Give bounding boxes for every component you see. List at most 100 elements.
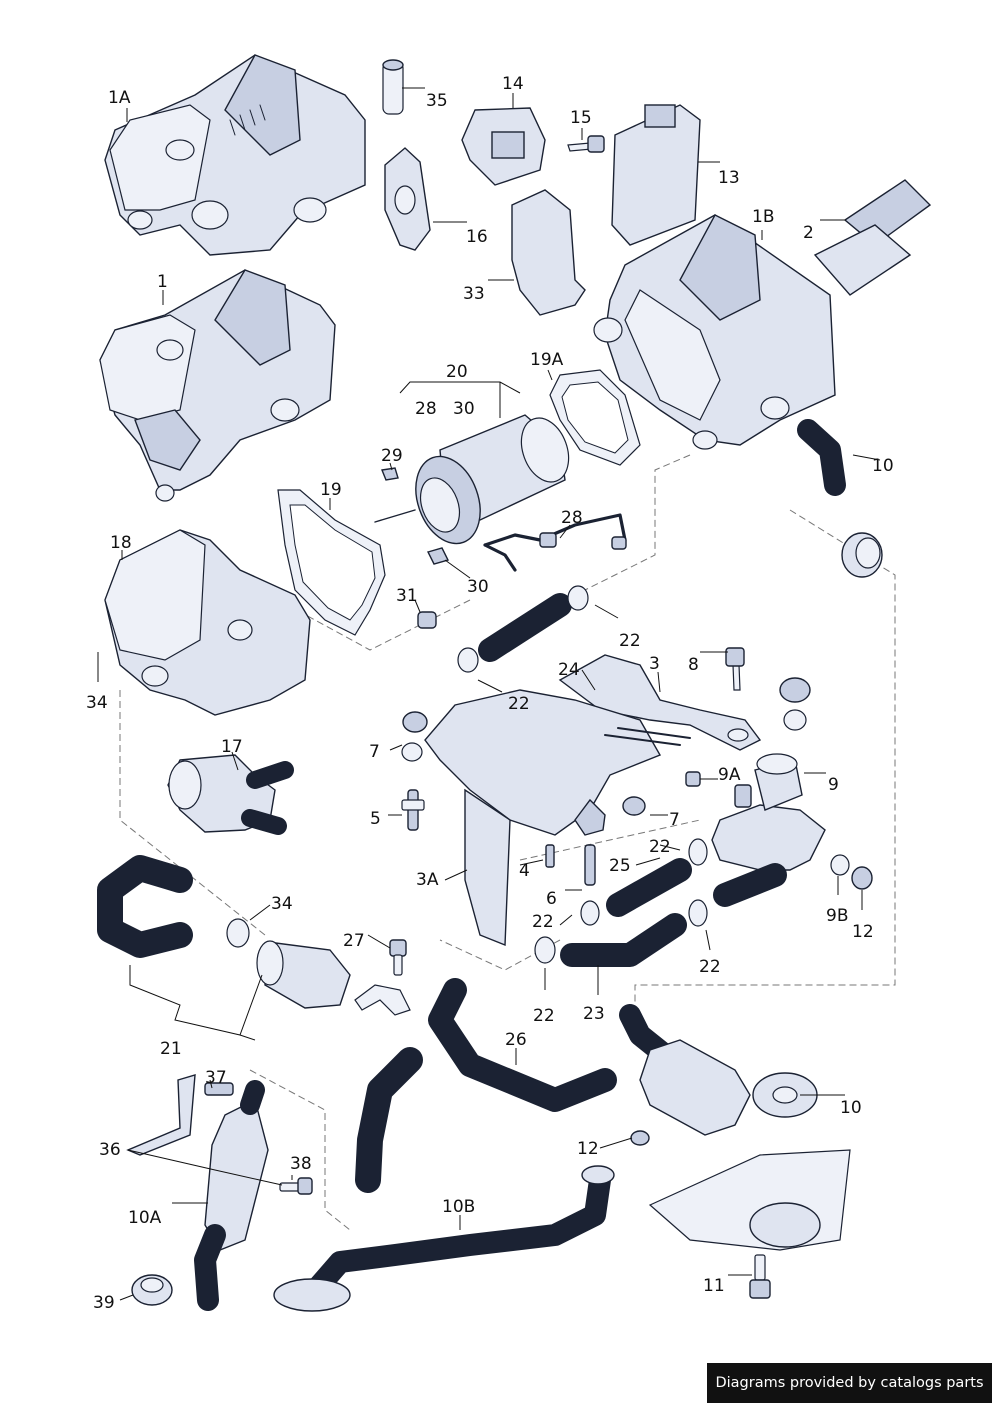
part-26 [428,978,617,1112]
part-33 [511,189,586,316]
label-22-a: 22 [619,631,641,651]
support-24 [424,689,691,947]
label-23: 23 [583,1004,605,1024]
label-19: 19 [320,480,342,500]
pipe-10b [273,1165,615,1312]
part-27 [389,939,407,976]
label-11: 11 [703,1276,725,1296]
part-17 [167,754,294,835]
credit-banner: Diagrams provided by catalogs parts [707,1363,992,1403]
part-14 [461,107,546,186]
part-19 [277,489,386,636]
label-30-top: 30 [453,399,475,419]
label-2: 2 [803,223,814,243]
label-24: 24 [558,660,580,680]
part-10-upper [797,419,846,496]
straight-hose-upper [457,585,589,673]
part-35 [382,59,404,115]
muffler-10 [619,1004,818,1136]
label-16: 16 [466,227,488,247]
label-12-upper: 12 [852,922,874,942]
part-11 [749,1254,771,1299]
label-29: 29 [381,446,403,466]
heater-1 [99,269,336,502]
part-2 [813,179,932,296]
label-36: 36 [99,1140,121,1160]
label-10-upper: 10 [872,456,894,476]
heater-1b [593,214,836,450]
part-30 [426,547,450,565]
label-9a: 9A [718,765,741,785]
part-29 [381,467,399,481]
part-39 [131,1274,173,1306]
label-28-top: 28 [415,399,437,419]
label-34: 34 [271,894,293,914]
part-15 [567,135,605,153]
label-4: 4 [519,861,530,881]
label-33: 33 [463,284,485,304]
label-10-lower: 10 [840,1098,862,1118]
label-7-left: 7 [369,742,380,762]
label-5: 5 [370,809,381,829]
label-10a: 10A [128,1208,162,1228]
heater-1a [104,54,366,256]
part-31 [417,611,437,629]
label-8: 8 [688,655,699,675]
label-3: 3 [649,654,660,674]
label-15: 15 [570,108,592,128]
label-10b: 10B [442,1197,476,1217]
label-1b: 1B [752,207,775,227]
part-9a [685,771,701,787]
label-19a: 19A [530,350,564,370]
part-28 [483,513,627,572]
label-38: 38 [290,1154,312,1174]
part-ring [841,532,883,578]
label-27: 27 [343,931,365,951]
grommets [779,677,811,731]
part-9b [830,854,850,876]
part-12-upper [851,866,873,890]
label-25: 25 [609,856,631,876]
label-18: 18 [110,533,132,553]
label-12-lower: 12 [577,1139,599,1159]
label-22-f: 22 [533,1006,555,1026]
part-38 [279,1177,313,1195]
label-22-e: 22 [699,957,721,977]
filter [256,940,351,1009]
part-36 [126,1074,196,1156]
label-39: 39 [93,1293,115,1313]
part-20 [374,414,570,545]
label-22-c: 22 [649,837,671,857]
part-25 [606,858,692,917]
clamps-22 [534,838,708,964]
valve-9 [711,753,826,871]
part-16 [384,147,431,251]
label-22-b: 22 [508,694,530,714]
part-19a [549,369,641,466]
part-6 [584,844,596,886]
muffler-10a [194,1080,269,1311]
label-34-left: 34 [86,693,108,713]
part-13 [611,104,701,246]
leader-lines [97,87,881,1301]
label-20: 20 [446,362,468,382]
lower-left-hose [355,1047,423,1193]
heater-18 [104,529,311,716]
label-37: 37 [205,1068,227,1088]
label-17: 17 [221,737,243,757]
label-9b: 9B [826,906,849,926]
label-28: 28 [561,508,583,528]
label-13: 13 [718,168,740,188]
clip [354,984,411,1016]
label-9: 9 [828,775,839,795]
label-3a: 3A [416,870,439,890]
label-6: 6 [546,889,557,909]
part-4 [545,844,555,868]
bracket-3 [558,654,762,751]
label-22-d: 22 [532,912,554,932]
label-30: 30 [467,577,489,597]
floor-panel [648,1149,851,1251]
label-14: 14 [502,74,524,94]
